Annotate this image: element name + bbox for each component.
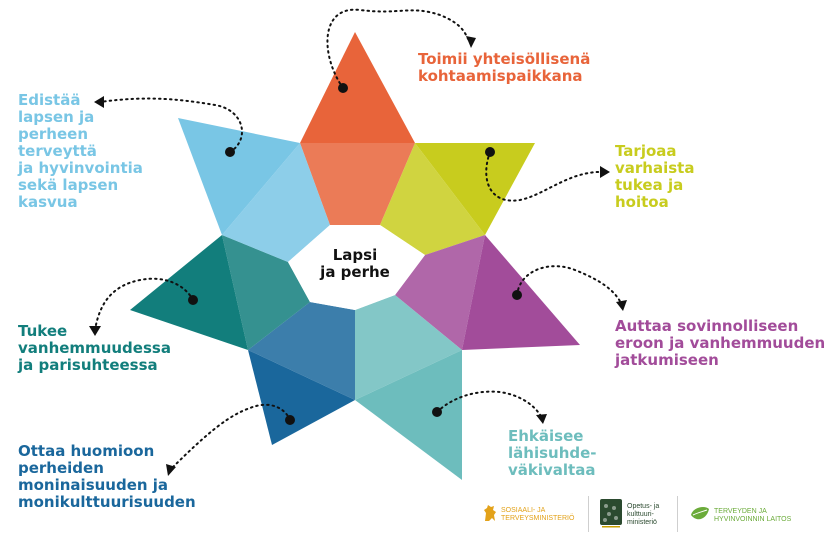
segment-upper-left-inner (222, 143, 330, 262)
segment-top-inner (300, 143, 415, 225)
segment-upper-right-inner (380, 143, 485, 255)
center-label: Lapsi ja perhe (320, 246, 390, 281)
segment-lower-right-inner (355, 295, 462, 400)
center-hub (288, 225, 425, 310)
label-lower-left: Ottaa huomioon perheiden moninaisuuden j… (18, 442, 196, 511)
connector-dot-left (188, 295, 198, 305)
segment-top (300, 32, 415, 225)
label-upper-left: Edistää lapsen ja perheen terveyttä ja h… (18, 91, 143, 211)
arrowhead-lower-left (166, 464, 176, 476)
thl-logo-text: TERVEYDEN JA HYVINVOINNIN LAITOS (714, 508, 792, 523)
segment-lower-right (355, 295, 462, 480)
thl-leaf-icon (691, 507, 709, 520)
segment-upper-right (380, 143, 535, 255)
segment-right-inner (395, 235, 485, 350)
segment-top-tip (300, 32, 415, 143)
arrowhead-right (616, 300, 627, 311)
segment-lower-left-tip (248, 350, 355, 445)
lion-emblem-icon (484, 505, 496, 521)
label-lower-right: Ehkäisee lähisuhde- väkivaltaa (508, 427, 597, 479)
connector-dot-upper-left (225, 147, 235, 157)
connector-lower-left (169, 403, 291, 471)
segment-upper-left (178, 118, 330, 262)
label-right: Auttaa sovinnolliseen eroon ja vanhemmuu… (615, 317, 826, 369)
connector-dot-right (512, 290, 522, 300)
connector-dot-lower-right (432, 407, 442, 417)
segment-left (130, 235, 310, 350)
connector-lines (94, 8, 623, 471)
arrowhead-lower-right (536, 414, 547, 424)
segment-upper-right-tip (415, 143, 535, 235)
label-top: Toimii yhteisöllisenä kohtaamispaikkana (418, 50, 591, 85)
connector-upper-left (99, 97, 243, 153)
segment-lower-left-inner (248, 302, 355, 400)
label-left: Tukee vanhemmuudessa ja parisuhteessa (18, 322, 171, 374)
connector-lower-right (436, 390, 543, 419)
okm-logo-text: Opetus- ja kulttuuri- ministeriö (627, 503, 660, 526)
segment-upper-left-tip (178, 118, 300, 235)
label-upper-right: Tarjoaa varhaista tukea ja hoitoa (615, 142, 695, 211)
connector-upper-right (485, 151, 606, 202)
logo-divider-2 (677, 496, 678, 532)
connector-top (326, 8, 471, 89)
logo-divider-1 (588, 496, 589, 532)
connector-dot-lower-left (285, 415, 295, 425)
connector-arrowheads (89, 36, 627, 476)
okm-emblem-icon (600, 499, 622, 528)
connector-left (94, 277, 194, 331)
stm-logo-text: SOSIAALI- JA TERVEYSMINISTERIÖ (501, 507, 575, 522)
connector-dot-top (338, 83, 348, 93)
arrowhead-upper-left (94, 96, 104, 108)
segment-left-tip (130, 235, 248, 350)
segment-left-inner (222, 235, 310, 350)
arrowhead-upper-right (600, 166, 610, 178)
arrowhead-left (89, 326, 101, 336)
connector-dot-upper-right (485, 147, 495, 157)
arrowhead-top (466, 36, 476, 48)
connector-dots (188, 83, 522, 425)
segment-lower-left (248, 302, 355, 445)
connector-right (516, 265, 623, 306)
segment-lower-right-tip (355, 350, 462, 480)
